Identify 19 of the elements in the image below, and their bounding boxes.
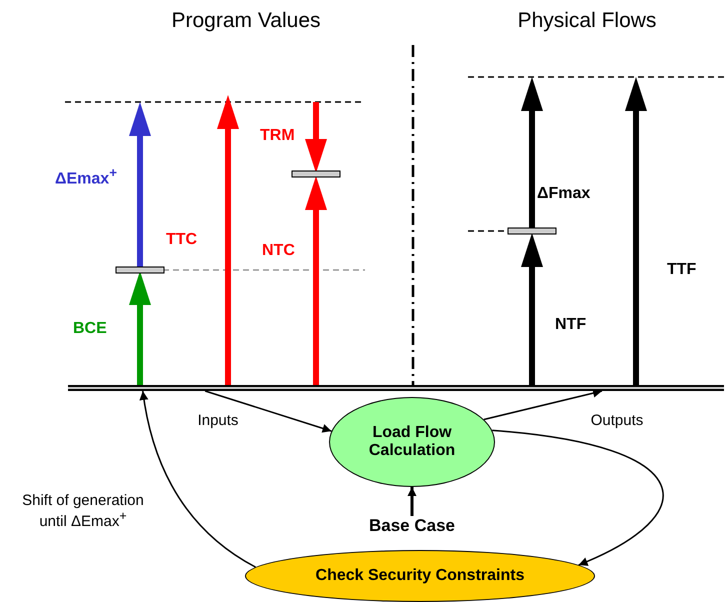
arrow: [140, 390, 256, 568]
arrow: [484, 388, 602, 420]
process-ellipse: Check Security Constraints: [245, 550, 595, 602]
quantity-label: ΔEmax$^{+}$: [55, 165, 117, 188]
quantity-label: ΔFmax: [537, 185, 590, 203]
quantity-label: TRM: [260, 127, 295, 145]
arrow: [408, 487, 416, 516]
quantity-label: NTF: [555, 316, 586, 334]
quantity-label: NTC: [262, 242, 295, 260]
arrow: [204, 390, 332, 433]
baseline-bar: [68, 385, 724, 391]
quantity-label: TTC: [166, 231, 198, 249]
arrow: [492, 430, 664, 566]
column-heading: Physical Flows: [516, 8, 658, 33]
quantity-label: BCE: [73, 320, 107, 338]
input-label: Base Case: [355, 516, 469, 538]
quantity-label: TTF: [667, 261, 696, 279]
column-heading: Program Values: [170, 8, 322, 33]
process-ellipse: Load Flow Calculation: [329, 397, 495, 487]
